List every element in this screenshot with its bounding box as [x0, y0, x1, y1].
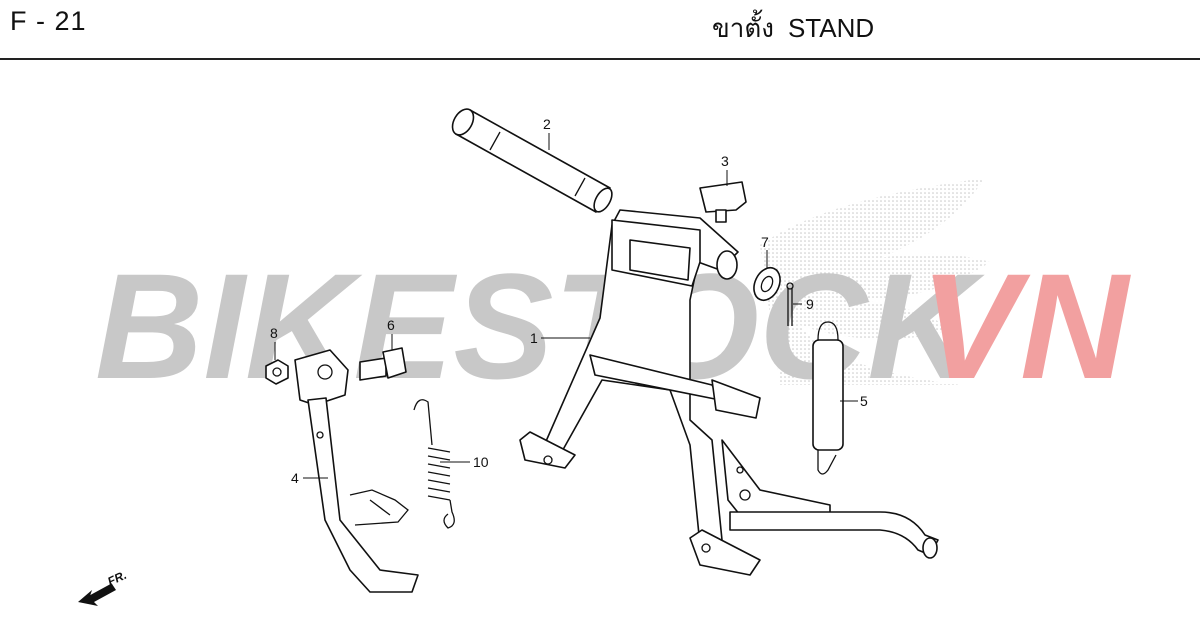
- part-8-nut: [265, 359, 289, 385]
- callout-4: 4: [291, 470, 299, 486]
- part-3-stopper: [699, 181, 747, 223]
- fr-label: FR.: [105, 568, 128, 589]
- header-divider: [0, 58, 1200, 60]
- callout-10: 10: [473, 454, 489, 470]
- wing-emblem: [760, 178, 990, 385]
- callout-1: 1: [530, 330, 538, 346]
- leader-lines: [274, 133, 858, 479]
- part-7-washer: [753, 266, 781, 302]
- page-code: F - 21: [10, 6, 87, 36]
- page-title: ขาตั้ง STAND: [712, 8, 874, 49]
- page-header: F - 21 ขาตั้ง STAND: [0, 0, 1200, 60]
- part-5-return-spring: [812, 321, 844, 475]
- part-10-side-stand-spring: [413, 399, 455, 529]
- callout-7: 7: [761, 234, 769, 250]
- callout-8: 8: [270, 325, 278, 341]
- callout-9: 9: [806, 296, 814, 312]
- watermark-text-red: VN: [920, 242, 1131, 410]
- part-1-main-stand: [519, 209, 939, 576]
- callout-labels: 2 3 7 9 1 6 8 4 5 10: [270, 116, 868, 486]
- front-direction-indicator: FR.: [78, 568, 129, 606]
- part-2-pivot-pipe: [451, 108, 613, 213]
- part-6-bolt: [359, 347, 407, 381]
- title-thai: ขาตั้ง: [712, 13, 774, 43]
- callout-3: 3: [721, 153, 729, 169]
- callout-2: 2: [543, 116, 551, 132]
- part-9-cotter-pin: [786, 282, 794, 326]
- part-4-side-stand: [294, 349, 419, 593]
- watermark-text: BIKESTOCK: [95, 242, 985, 410]
- callout-6: 6: [387, 317, 395, 333]
- callout-5: 5: [860, 393, 868, 409]
- title-english: STAND: [787, 13, 875, 43]
